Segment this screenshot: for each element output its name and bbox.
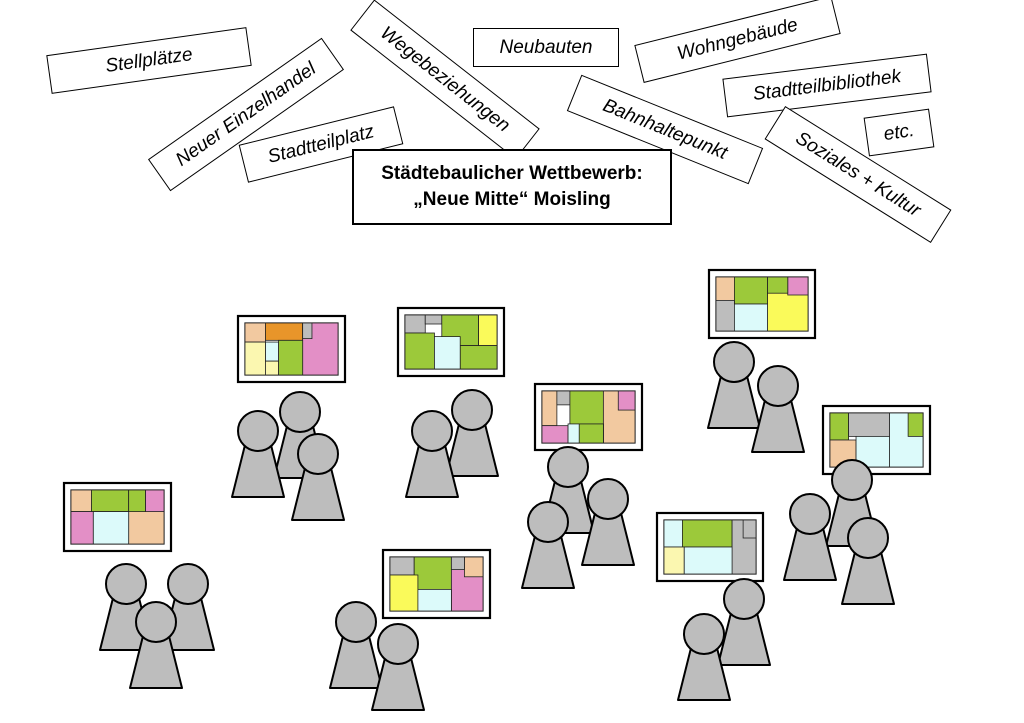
person-figure <box>751 365 805 453</box>
person-figure <box>405 410 459 498</box>
keyword-tag-neubauten: Neubauten <box>473 28 619 67</box>
group-8-people <box>677 578 771 701</box>
plan-3-site-plan <box>533 382 644 452</box>
group-5-people <box>783 459 895 605</box>
title-line-1: Städtebaulicher Wettbewerb: <box>381 163 643 185</box>
plan-5-site-plan <box>821 404 932 476</box>
group-4-people <box>707 341 805 453</box>
person-figure <box>231 410 285 498</box>
plan-8-site-plan <box>655 511 765 583</box>
plan-2-site-plan <box>396 306 506 378</box>
plan-4-site-plan <box>707 268 817 340</box>
group-2-people <box>405 389 499 498</box>
person-figure <box>329 601 383 689</box>
person-figure <box>521 501 575 589</box>
plan-1-site-plan <box>236 314 347 384</box>
group-3-people <box>521 446 635 589</box>
competition-title-box: Städtebaulicher Wettbewerb: „Neue Mitte“… <box>352 149 672 225</box>
group-6-people <box>99 563 215 689</box>
person-figure <box>371 623 425 711</box>
title-line-2: „Neue Mitte“ Moisling <box>413 189 611 210</box>
plan-6-site-plan <box>62 481 173 553</box>
person-figure <box>707 341 761 429</box>
group-1-people <box>231 391 345 521</box>
plan-7-site-plan <box>381 548 492 620</box>
person-figure <box>445 389 499 477</box>
person-figure <box>841 517 895 605</box>
person-figure <box>717 578 771 666</box>
